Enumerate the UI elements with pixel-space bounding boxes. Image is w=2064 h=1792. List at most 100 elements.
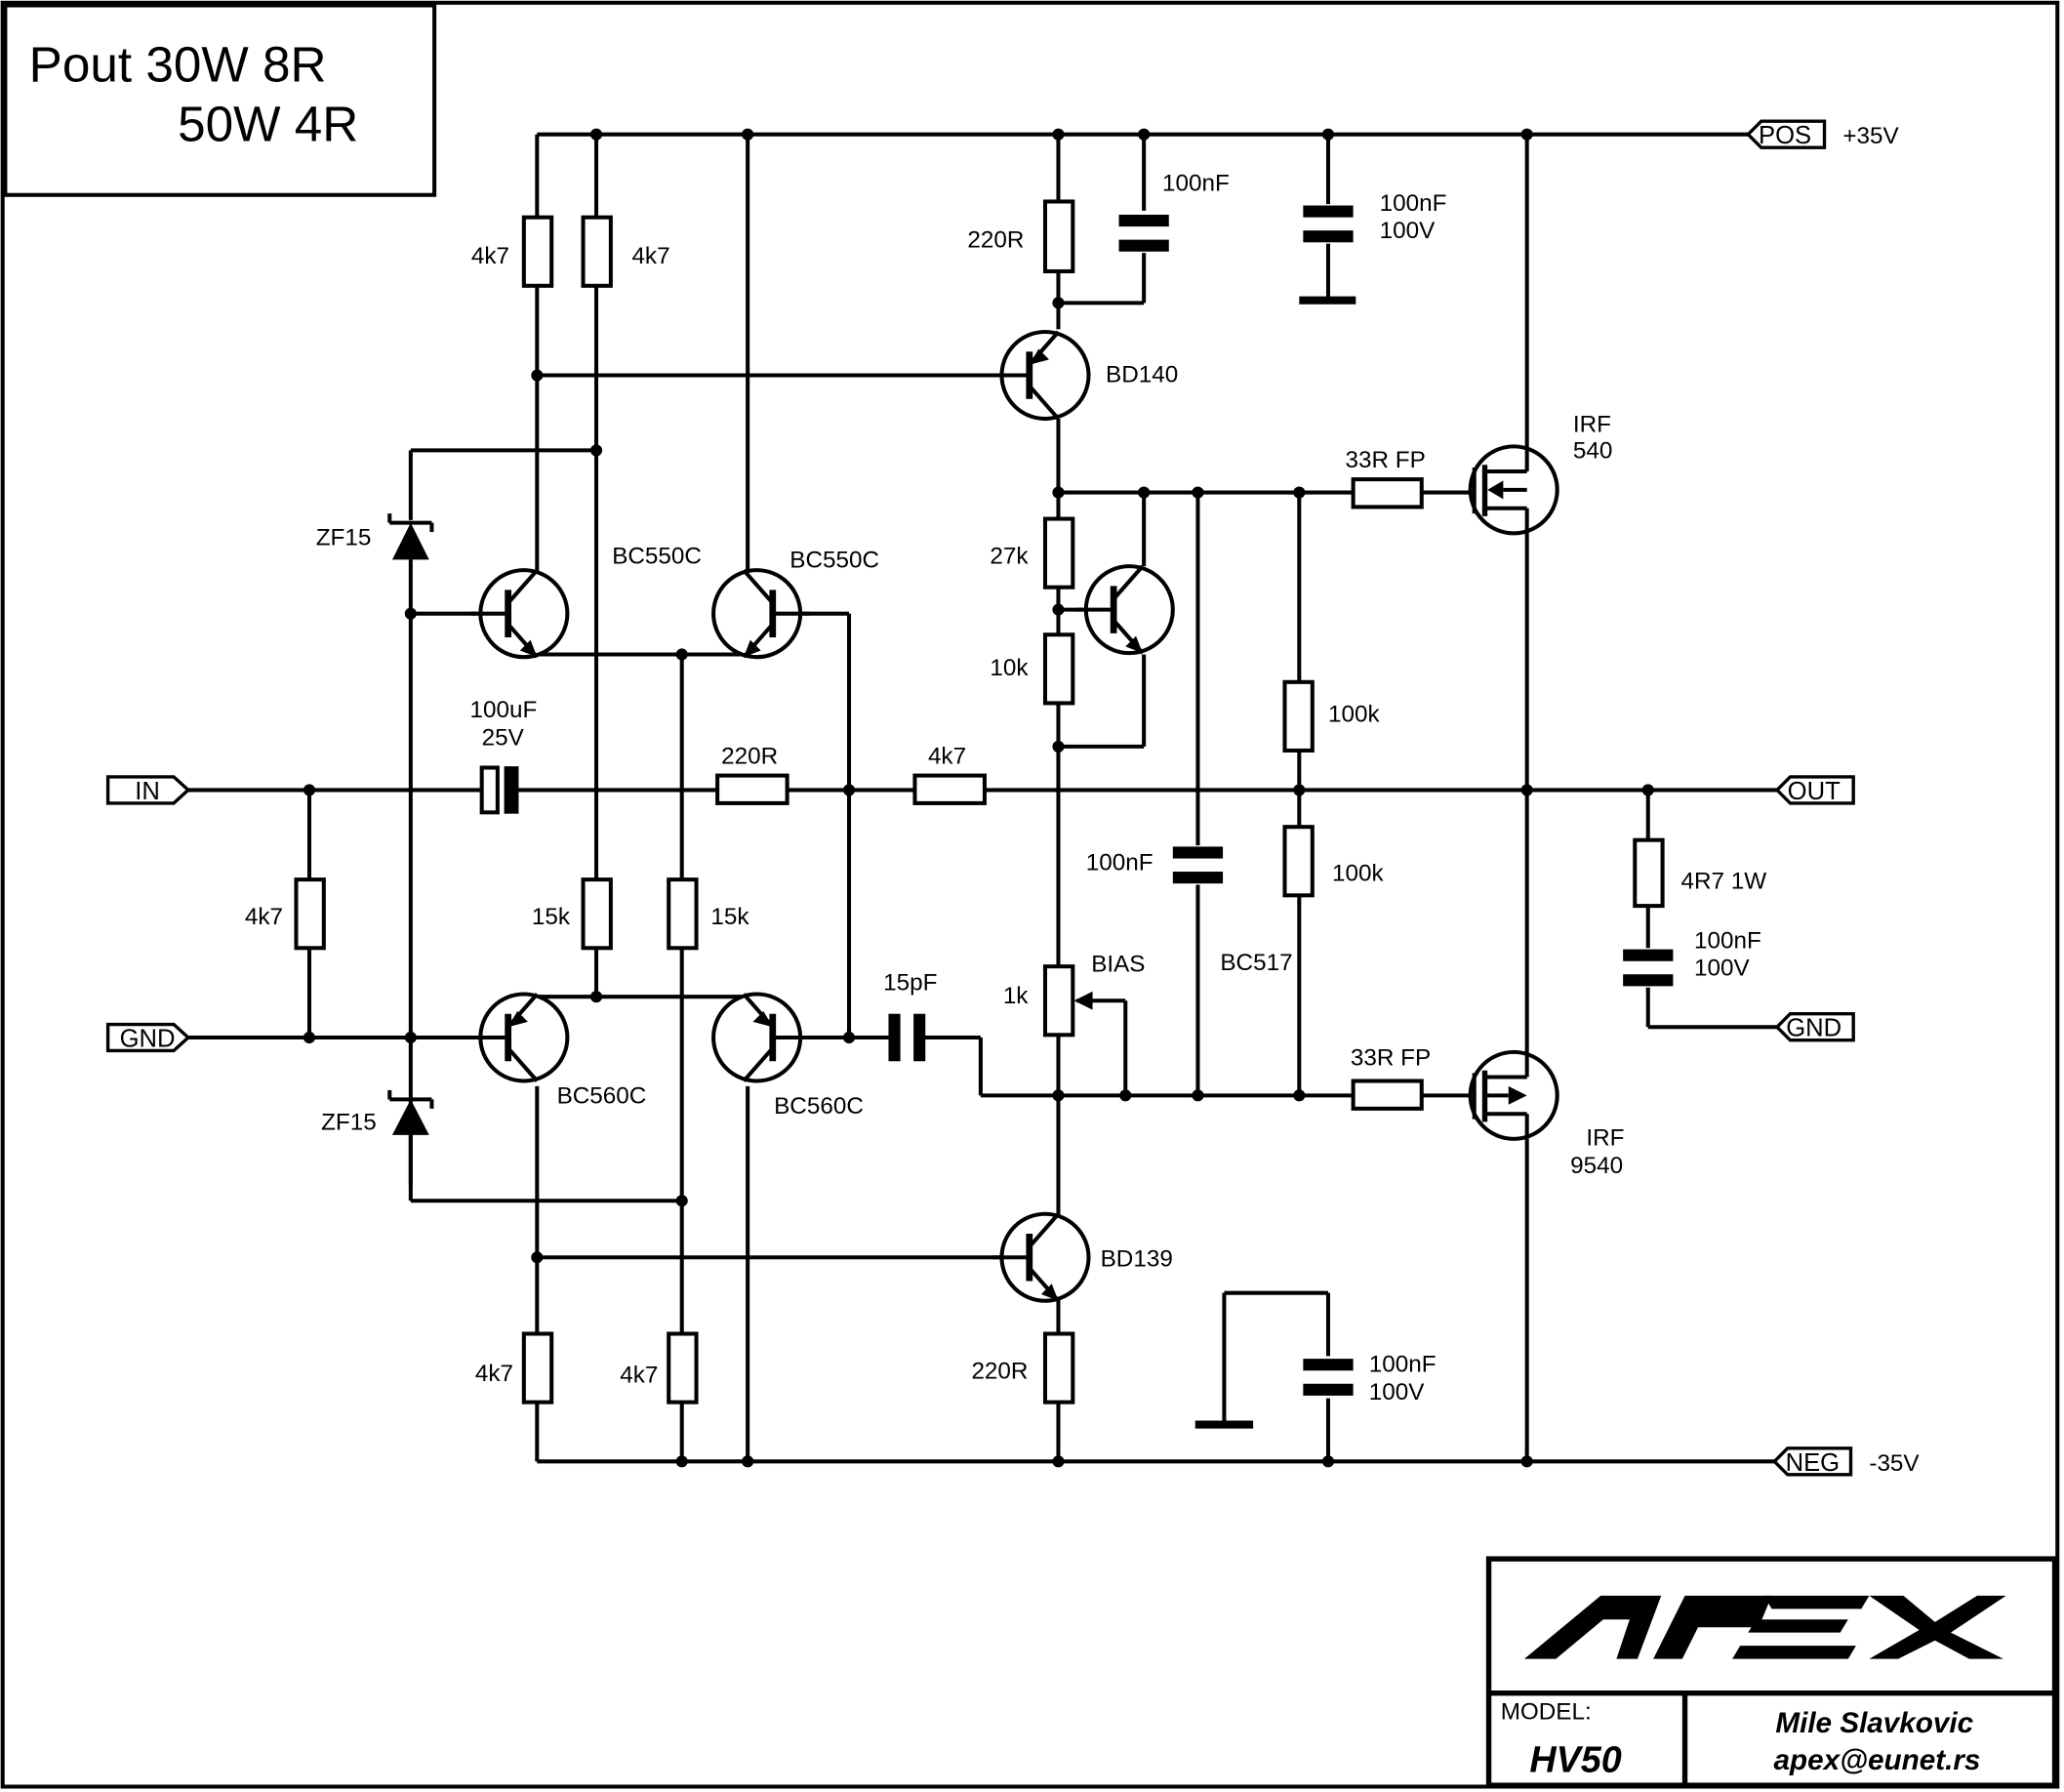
label: 540 <box>1573 438 1613 465</box>
resistor <box>1042 516 1075 590</box>
component-labels: 4k7 4k7 220R 100nF 100nF 100V BD140 IRF … <box>245 171 1766 1405</box>
resistor <box>1042 1331 1075 1405</box>
capacitor-15pf <box>888 1013 901 1062</box>
port-in: IN <box>105 775 191 805</box>
label: 4k7 <box>245 904 283 930</box>
label: 100nF <box>1162 171 1230 197</box>
title-block: MODEL: HV50 Mile Slavkovic apex@eunet.rs <box>1485 1556 2058 1788</box>
label: BC550C <box>789 547 879 573</box>
label: BD139 <box>1101 1246 1173 1273</box>
label: 25V <box>482 725 525 752</box>
port-neg: NEG <box>1771 1446 1853 1477</box>
label: 100uF <box>470 697 538 723</box>
capacitors <box>479 205 1674 1396</box>
bias-potentiometer <box>1042 964 1075 1038</box>
label: 220R <box>721 743 778 769</box>
label: 4k7 <box>631 243 669 269</box>
label: IRF <box>1573 412 1611 438</box>
resistor <box>715 773 789 805</box>
capacitor <box>1303 1359 1354 1371</box>
author-name: Mile Slavkovic <box>1775 1707 1973 1739</box>
label: 220R <box>967 227 1024 254</box>
electrolytic-capacitor <box>479 765 500 815</box>
label: 15k <box>532 904 571 930</box>
port-pos-label: POS <box>1759 122 1811 149</box>
label: BIAS <box>1091 952 1145 978</box>
label: ZF15 <box>321 1109 377 1135</box>
label: 4k7 <box>928 743 966 769</box>
resistor <box>1633 837 1665 909</box>
capacitor <box>1623 949 1674 961</box>
label: BC550C <box>612 543 702 569</box>
resistor <box>912 773 987 805</box>
transistor-bc517 <box>1076 566 1172 653</box>
label: 9540 <box>1570 1153 1623 1179</box>
mosfet-irf9540 <box>1468 1049 1559 1141</box>
resistor <box>1351 477 1424 509</box>
label: 220R <box>971 1358 1028 1384</box>
port-in-label: IN <box>135 778 160 805</box>
label: 100V <box>1694 956 1750 982</box>
transistor-bc550c-left <box>471 570 567 657</box>
label: 100V <box>1380 218 1436 244</box>
power-box <box>3 3 437 197</box>
wires <box>183 132 1777 1464</box>
mosfet-irf540 <box>1468 444 1559 536</box>
resistor <box>581 877 613 951</box>
resistors <box>294 199 1665 1405</box>
label: ZF15 <box>316 525 372 551</box>
label: 100k <box>1328 701 1380 727</box>
port-gnd-right: GND <box>1774 1012 1855 1042</box>
label: 4R7 1W <box>1680 869 1766 895</box>
label: 15k <box>710 904 749 930</box>
label: BC560C <box>774 1093 864 1120</box>
label: 33R FP <box>1351 1044 1431 1071</box>
port-gnd-left-label: GND <box>120 1025 176 1052</box>
label: 100V <box>1369 1379 1425 1405</box>
transistor-bc560c-right <box>713 994 809 1080</box>
label: 4k7 <box>475 1361 513 1387</box>
label: 10k <box>990 655 1029 681</box>
port-gnd-right-label: GND <box>1786 1015 1841 1042</box>
resistor <box>521 1331 554 1405</box>
title-block-frame <box>1485 1556 2058 1788</box>
port-gnd-left: GND <box>105 1022 191 1052</box>
label: 100nF <box>1369 1352 1437 1378</box>
label: BC517 <box>1220 950 1292 976</box>
label: 100nF <box>1694 927 1761 954</box>
junction-dots <box>303 128 1654 1468</box>
resistor <box>1351 1079 1424 1111</box>
capacitor <box>1118 214 1169 227</box>
capacitor <box>1172 846 1224 859</box>
label: BC560C <box>557 1082 647 1109</box>
resistor <box>521 215 554 288</box>
label: 1k <box>1003 983 1029 1009</box>
port-neg-label: NEG <box>1786 1449 1841 1477</box>
apex-logo <box>1523 1595 2006 1659</box>
label: 15pF <box>883 969 937 996</box>
label: IRF <box>1586 1125 1624 1152</box>
resistor <box>1282 679 1315 753</box>
resistor <box>1042 199 1075 273</box>
resistor <box>1282 825 1315 898</box>
port-out-label: OUT <box>1788 778 1841 805</box>
model-label: MODEL: <box>1501 1699 1592 1726</box>
resistor <box>294 877 326 951</box>
transistor-bc560c-left <box>471 994 567 1080</box>
zener-top <box>387 513 434 560</box>
label: 4k7 <box>620 1362 658 1388</box>
capacitor <box>1303 205 1354 218</box>
resistor <box>667 1331 699 1405</box>
resistor <box>1042 632 1075 706</box>
port-pos: POS <box>1745 119 1827 149</box>
label: 33R FP <box>1346 447 1426 473</box>
power-line-2: 50W 4R <box>178 96 358 151</box>
resistor <box>581 215 613 288</box>
model-value: HV50 <box>1529 1740 1621 1781</box>
transistor-bd139 <box>992 1214 1088 1301</box>
port-out: OUT <box>1774 775 1855 805</box>
potentiometer-wiper <box>1073 991 1093 1010</box>
resistor <box>667 877 699 951</box>
